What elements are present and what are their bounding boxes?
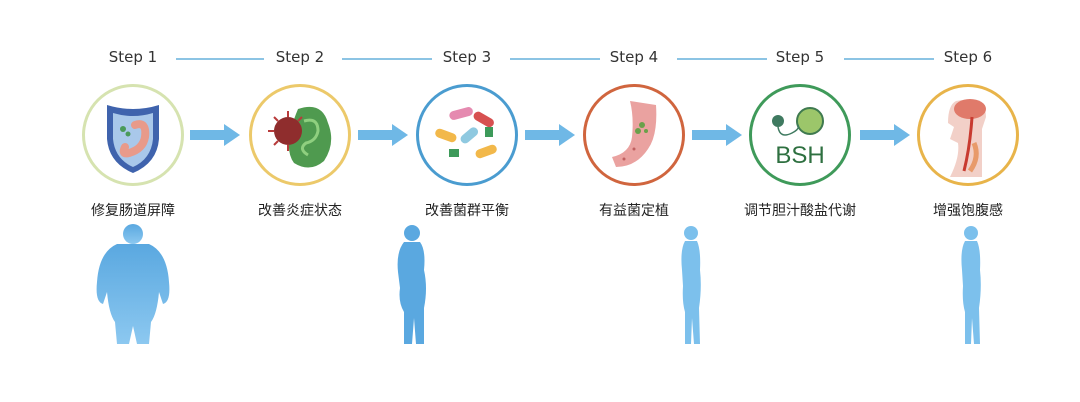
step-1-title: 修复肠道屏障 (91, 203, 175, 219)
connector-line (342, 58, 432, 60)
connector-line (176, 58, 264, 60)
medium-body-silhouette-icon (397, 225, 426, 344)
arrow-right-icon (190, 124, 240, 146)
obese-body-silhouette-icon (96, 224, 170, 344)
step-6-label: Step 6 (943, 48, 993, 66)
bsh-text: BSH (775, 142, 824, 169)
virus-inflammation-icon (249, 84, 351, 186)
arrow-right-icon (358, 124, 408, 146)
brain-gut-icon (917, 84, 1019, 186)
connector-line (510, 58, 600, 60)
probiotic-capsules-icon (416, 84, 518, 186)
step-3-title: 改善菌群平衡 (425, 203, 509, 219)
step-5-title: 调节胆汁酸盐代谢 (744, 203, 856, 219)
arrow-right-icon (692, 124, 742, 146)
step-6-title: 增强饱腹感 (933, 203, 1003, 219)
connector-line (844, 58, 934, 60)
step-1-label: Step 1 (108, 48, 158, 66)
bsh-enzyme-icon: BSH (749, 84, 851, 186)
step-2-label: Step 2 (275, 48, 325, 66)
slim-body-silhouette-icon (681, 226, 701, 344)
shield-intestine-icon (82, 84, 184, 186)
connector-line (677, 58, 767, 60)
arrow-right-icon (860, 124, 910, 146)
step-2-title: 改善炎症状态 (258, 203, 342, 219)
step-3-label: Step 3 (442, 48, 492, 66)
step-4-label: Step 4 (609, 48, 659, 66)
arrow-right-icon (525, 124, 575, 146)
stomach-bacteria-icon (583, 84, 685, 186)
slim-body-silhouette-icon (961, 226, 981, 344)
step-5-label: Step 5 (775, 48, 825, 66)
step-4-title: 有益菌定植 (599, 203, 669, 219)
